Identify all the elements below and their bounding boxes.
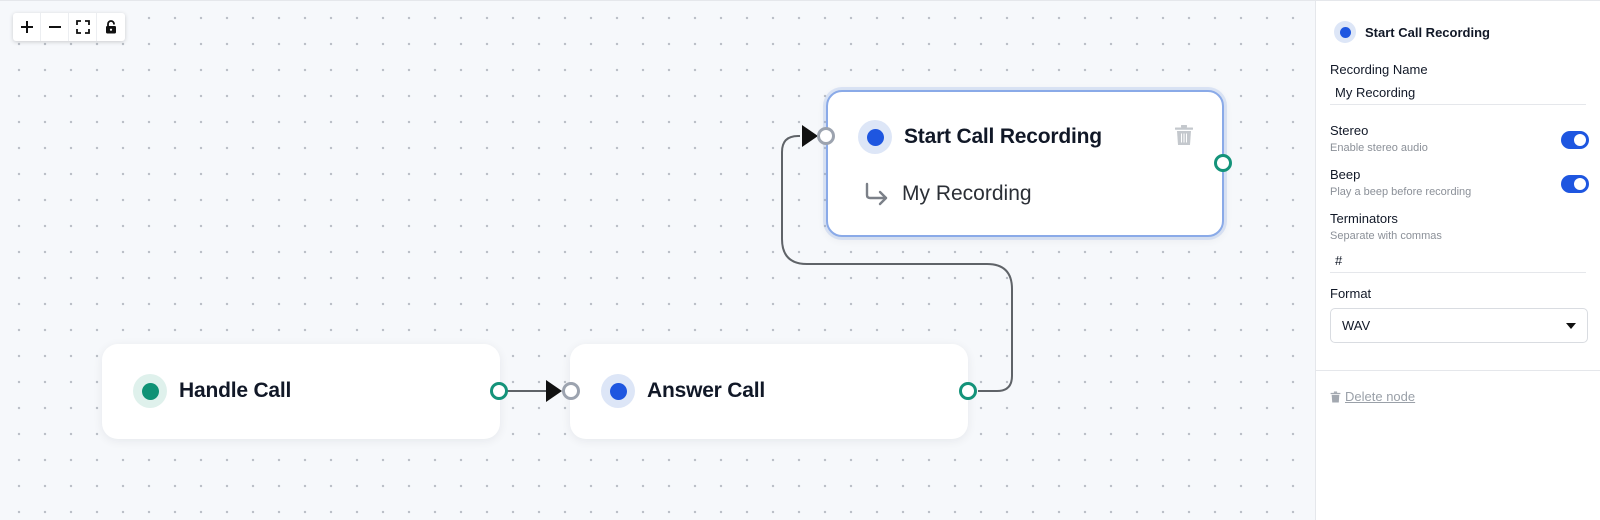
answer-call-output-handle[interactable] <box>959 382 977 400</box>
trash-icon <box>1330 391 1341 402</box>
beep-label: Beep <box>1330 167 1361 182</box>
plus-icon <box>20 21 33 33</box>
format-label: Format <box>1330 286 1372 301</box>
recording-input-handle[interactable] <box>817 127 835 145</box>
node-answer-call[interactable]: Answer Call <box>570 344 968 439</box>
handle-call-output-handle[interactable] <box>490 382 508 400</box>
terminators-label: Terminators <box>1330 211 1398 226</box>
fit-view-button[interactable] <box>69 13 97 41</box>
node-subtitle: My Recording <box>902 182 1032 205</box>
chevron-down-icon <box>1566 322 1576 329</box>
node-type-indicator <box>601 374 635 408</box>
edge-arrow-recording <box>802 125 818 147</box>
node-title: Handle Call <box>179 379 292 402</box>
zoom-out-button[interactable] <box>41 13 69 41</box>
lock-button[interactable] <box>97 13 125 41</box>
stereo-toggle[interactable] <box>1561 131 1589 149</box>
node-delete-button[interactable] <box>1174 124 1196 148</box>
recording-name-label: Recording Name <box>1330 62 1428 77</box>
node-title: Answer Call <box>647 379 766 402</box>
panel-title: Start Call Recording <box>1365 24 1490 40</box>
format-select-value: WAV <box>1342 318 1371 333</box>
stereo-label: Stereo <box>1330 123 1369 138</box>
flow-canvas[interactable]: Handle Call Answer Call Start Call Recor… <box>0 0 1315 520</box>
node-type-indicator <box>133 374 167 408</box>
recording-output-handle[interactable] <box>1214 154 1232 172</box>
node-type-indicator <box>1334 21 1356 43</box>
flow-edges <box>500 125 1013 402</box>
node-title: Start Call Recording <box>904 125 1102 148</box>
format-select[interactable]: WAV <box>1330 308 1588 343</box>
beep-help: Play a beep before recording <box>1330 186 1472 198</box>
delete-node-link[interactable]: Delete node <box>1345 389 1416 404</box>
terminators-input[interactable] <box>1330 249 1586 273</box>
node-handle-call[interactable]: Handle Call <box>102 344 500 439</box>
trash-icon <box>1175 125 1193 145</box>
node-type-indicator <box>858 120 892 154</box>
panel-header: Start Call Recording <box>1334 21 1490 43</box>
answer-call-input-handle[interactable] <box>562 382 580 400</box>
lock-icon <box>106 20 116 34</box>
minus-icon <box>48 26 61 28</box>
delete-node-button[interactable]: Delete node <box>1330 389 1415 404</box>
terminators-help: Separate with commas <box>1330 230 1442 242</box>
fit-view-icon <box>75 20 90 34</box>
stereo-help: Enable stereo audio <box>1330 142 1428 154</box>
node-start-call-recording[interactable]: Start Call Recording My Recording <box>826 90 1224 237</box>
edge-arrow-answer <box>546 380 562 402</box>
recording-name-input[interactable] <box>1330 81 1586 105</box>
zoom-in-button[interactable] <box>13 13 41 41</box>
beep-toggle[interactable] <box>1561 175 1589 193</box>
panel-divider <box>1316 370 1600 371</box>
zoom-controls <box>13 13 125 41</box>
properties-panel: Start Call Recording Recording Name Ster… <box>1315 0 1600 520</box>
return-arrow-icon <box>865 182 888 206</box>
